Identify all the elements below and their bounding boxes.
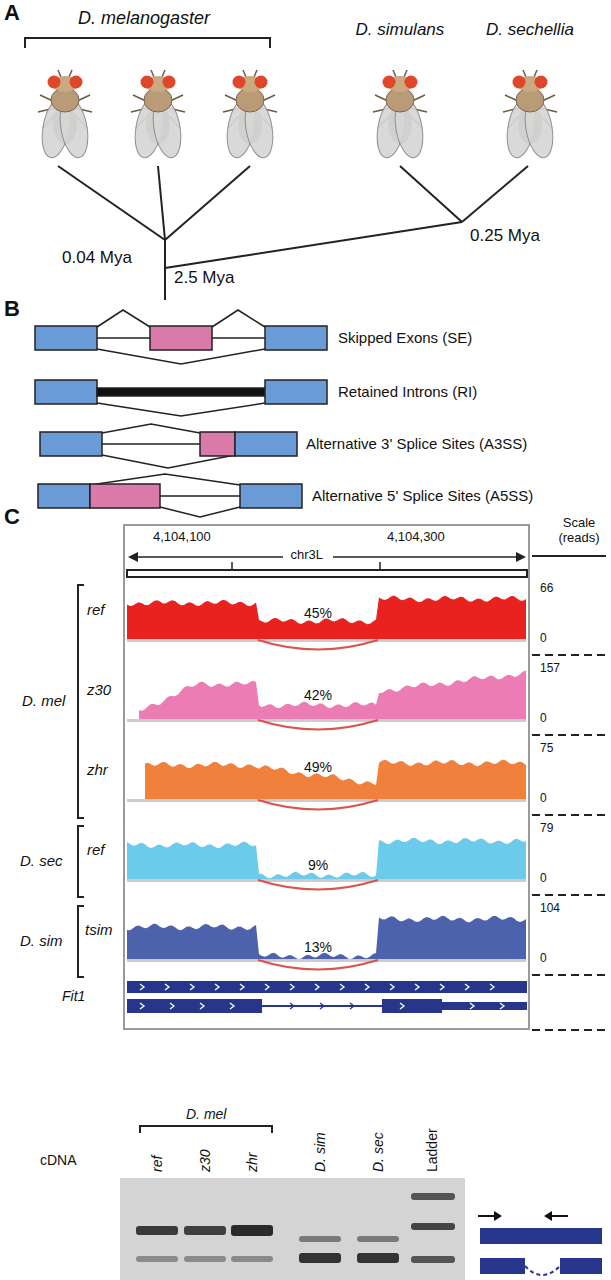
splice-event-schematics (35, 310, 327, 517)
strain-label: tsim (85, 921, 113, 938)
species-label: D. sim (20, 932, 63, 949)
scale-min: 0 (540, 952, 547, 966)
species-label: D. sec (20, 852, 63, 869)
event-label: Retained Introns (RI) (338, 383, 477, 400)
scale-title: Scale (reads) (550, 516, 608, 546)
genome-coordinate: 4,104,100 (153, 530, 211, 545)
lane-label: zhr (244, 1153, 260, 1172)
coordinate-ruler (127, 552, 527, 577)
fly-illustrations (38, 70, 557, 160)
coverage-area (139, 670, 526, 719)
scale-min: 0 (540, 792, 547, 806)
junction-arc (258, 720, 378, 730)
inclusion-percent: 49% (304, 759, 332, 775)
panel-letter: B (4, 296, 20, 321)
event-label: Skipped Exons (SE) (338, 329, 472, 346)
inclusion-percent: 42% (304, 687, 332, 703)
lane-label: ref (149, 1156, 165, 1172)
scale-min: 0 (540, 632, 547, 646)
lane-label: z30 (197, 1149, 213, 1172)
coverage-area (145, 760, 526, 799)
scale-max: 66 (540, 582, 553, 596)
gene-name: Fit1 (62, 988, 85, 1004)
scale-max: 79 (540, 822, 553, 836)
phylogeny-tree (58, 166, 528, 300)
coverage-plot (127, 819, 526, 891)
gel-title: cDNA (40, 1152, 77, 1168)
gene-model (127, 981, 527, 1013)
strain-brackets (78, 585, 84, 977)
junction-arc (258, 800, 378, 810)
coverage-track: 45% (127, 579, 526, 651)
track-baseline (127, 959, 526, 962)
event-label: Alternative 3' Splice Sites (A3SS) (306, 435, 527, 452)
junction-arc (258, 960, 378, 970)
scale-max: 104 (540, 902, 560, 916)
amplicon-schematic (478, 1211, 602, 1275)
event-label: Alternative 5' Splice Sites (A5SS) (312, 487, 533, 504)
species-name: D. sechellia (486, 20, 574, 40)
species-bracket (25, 38, 270, 48)
track-baseline (127, 799, 526, 802)
divergence-time: 2.5 Mya (174, 268, 234, 288)
scale-max: 75 (540, 742, 553, 756)
lane-bracket (140, 1126, 272, 1133)
track-baseline (127, 639, 526, 642)
species-label: D. mel (22, 692, 65, 709)
lane-label: D. sec (370, 1132, 386, 1172)
strain-label: zhr (87, 761, 108, 778)
inclusion-percent: 45% (304, 605, 332, 621)
lane-label: Ladder (424, 1128, 440, 1172)
browser-panel: 4,104,100 chr3L 4,104,300 45% 42% 49% 9% 13% (123, 524, 530, 1030)
lane-label: D. sim (312, 1132, 328, 1172)
genome-coordinate: 4,104,300 (387, 530, 445, 545)
coverage-area (127, 838, 526, 879)
inclusion-percent: 9% (308, 857, 328, 873)
track-baseline (127, 879, 526, 882)
coverage-track: 49% (127, 739, 526, 811)
strain-label: z30 (87, 681, 111, 698)
chromosome-name: chr3L (291, 548, 324, 563)
divergence-time: 0.04 Mya (62, 248, 132, 268)
junction-arc (258, 640, 378, 650)
gel-image (120, 1178, 465, 1280)
scale-min: 0 (540, 872, 547, 886)
species-name: D. melanogaster (78, 8, 210, 29)
scale-max: 157 (540, 662, 560, 676)
panel-letter: C (4, 504, 20, 529)
coverage-track: 9% (127, 819, 526, 891)
scale-dashes (532, 556, 606, 1030)
junction-arc (258, 880, 378, 890)
track-baseline (127, 719, 526, 722)
species-name: D. simulans (356, 20, 445, 40)
divergence-time: 0.25 Mya (470, 226, 540, 246)
inclusion-percent: 13% (304, 939, 332, 955)
coverage-area (127, 916, 526, 959)
coverage-plot (127, 899, 526, 971)
strain-label: ref (87, 601, 105, 618)
coverage-track: 42% (127, 659, 526, 731)
panel-letter: A (4, 0, 20, 25)
coverage-area (127, 596, 526, 639)
scale-min: 0 (540, 712, 547, 726)
strain-label: ref (87, 841, 105, 858)
coverage-track: 13% (127, 899, 526, 971)
species-label: D. mel (186, 1106, 226, 1122)
